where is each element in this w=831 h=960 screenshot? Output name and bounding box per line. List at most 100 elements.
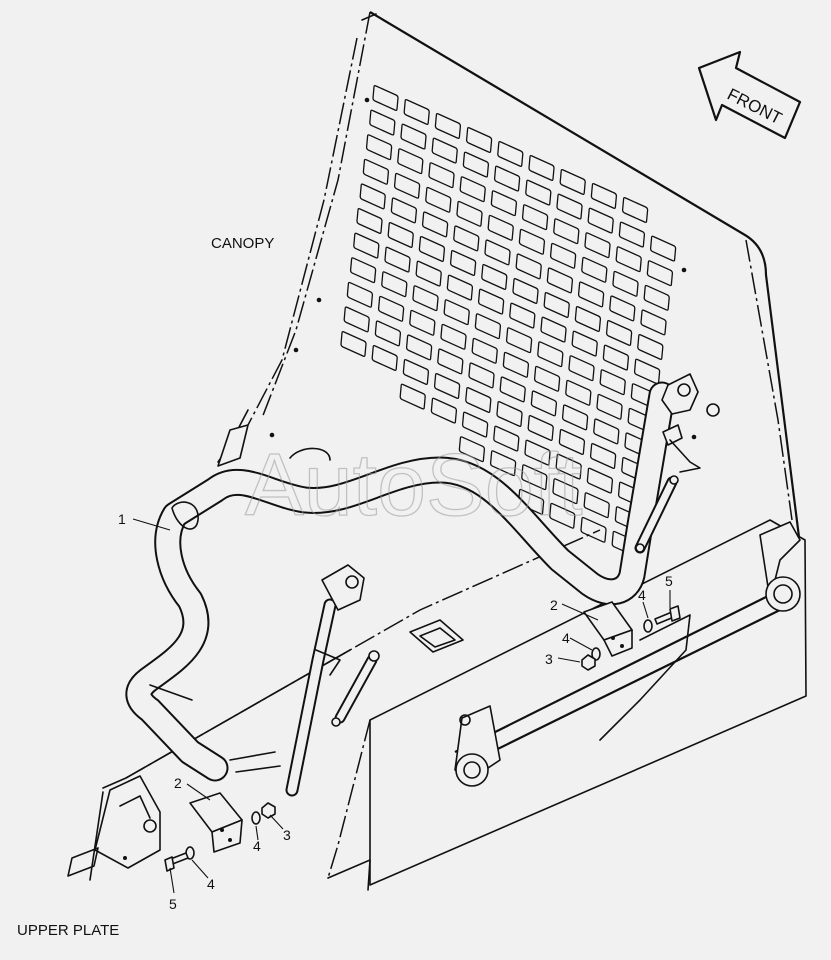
bracket-right	[583, 601, 633, 657]
mesh-cell	[489, 450, 517, 477]
mesh-cell	[525, 179, 552, 206]
mesh-cell	[637, 334, 664, 360]
mesh-cell	[372, 85, 399, 111]
mesh-cell	[605, 320, 633, 346]
mesh-cell	[465, 387, 492, 413]
mesh-cell	[640, 309, 667, 336]
mesh-cell	[412, 285, 439, 312]
mesh-cell	[390, 197, 418, 224]
mesh-cell	[443, 299, 470, 326]
mesh-cell	[446, 274, 474, 301]
mesh-cell	[381, 271, 408, 298]
mesh-cell	[509, 302, 536, 329]
mesh-cell	[518, 228, 546, 255]
mesh-cell	[497, 141, 524, 167]
mesh-cell	[568, 355, 595, 382]
mesh-cell	[433, 373, 461, 399]
callouts: 1 2 2 3 3 4 4 4 4 5 5	[118, 511, 673, 912]
mesh-cell	[643, 284, 670, 311]
mesh-cell	[528, 155, 555, 181]
mesh-cell	[343, 306, 370, 333]
upper-plate-frame	[67, 519, 807, 891]
mesh-cell	[521, 464, 548, 491]
mesh-cell	[583, 492, 610, 519]
front-direction-arrow: FRONT	[697, 50, 802, 140]
mesh-cell	[402, 359, 430, 385]
mesh-cell	[530, 390, 558, 417]
mesh-cell	[602, 344, 630, 371]
mesh-cell	[633, 358, 661, 385]
mesh-cell	[612, 270, 639, 297]
mesh-cell	[369, 109, 396, 136]
mesh-cell	[440, 323, 467, 350]
mesh-cell	[468, 362, 495, 389]
mesh-cell	[462, 151, 490, 178]
upper-plate-label: UPPER PLATE	[17, 922, 119, 939]
canopy-mesh-grid	[340, 85, 677, 557]
mesh-cell	[459, 176, 486, 203]
mesh-cell	[571, 330, 598, 357]
mesh-cell	[377, 295, 405, 322]
mesh-cell	[521, 204, 549, 231]
mesh-cell	[515, 253, 542, 280]
mesh-cell	[434, 113, 462, 139]
mesh-cell	[477, 288, 505, 315]
callout-4-left-upper: 4	[253, 838, 261, 854]
tube-end-mount	[661, 373, 701, 473]
mesh-cell	[453, 225, 480, 252]
mesh-cell	[609, 295, 636, 322]
mesh-cell	[356, 208, 383, 234]
callout-3-right: 3	[545, 651, 553, 667]
mesh-cell	[502, 351, 530, 378]
mesh-cell	[581, 256, 608, 283]
mesh-cell	[397, 148, 424, 175]
callout-4-right-upper: 4	[638, 587, 646, 603]
mesh-cell	[543, 292, 570, 318]
mesh-cell	[418, 236, 446, 262]
mesh-cell	[353, 232, 380, 259]
mesh-cell	[552, 478, 579, 505]
callout-1: 1	[118, 511, 126, 527]
mesh-cell	[574, 306, 602, 332]
mesh-cell	[371, 345, 398, 371]
mesh-cell	[649, 235, 677, 262]
mesh-cell	[549, 502, 576, 529]
mesh-cell	[425, 186, 452, 213]
mesh-cell	[555, 453, 582, 480]
mesh-cell	[505, 327, 533, 354]
callout-2-right: 2	[550, 597, 558, 613]
mesh-cell	[384, 246, 411, 273]
roll-bar-leg	[229, 564, 365, 797]
mesh-cell	[431, 137, 458, 164]
mesh-cell	[556, 193, 583, 220]
mesh-cell	[465, 127, 493, 153]
roll-bar-tube	[125, 381, 676, 782]
leader-lines	[132, 518, 671, 894]
callout-5-left: 5	[169, 896, 177, 912]
mesh-cell	[428, 162, 455, 189]
mesh-cell	[527, 415, 554, 441]
mesh-cell	[549, 242, 577, 269]
mesh-cell	[533, 365, 561, 392]
mesh-cell	[540, 316, 567, 343]
mesh-cell	[405, 334, 433, 361]
mesh-cell	[461, 411, 489, 438]
mesh-cell	[409, 309, 436, 336]
mesh-cell	[559, 169, 586, 195]
canopy-panel	[217, 11, 802, 557]
mesh-cell	[537, 341, 564, 368]
mesh-cell	[471, 337, 498, 364]
mesh-cell	[561, 404, 589, 431]
fasteners-left	[164, 802, 276, 872]
callout-4-left-lower: 4	[207, 876, 215, 892]
mesh-cell	[399, 383, 426, 410]
mesh-cell	[512, 278, 539, 304]
mesh-cell	[599, 369, 626, 396]
callout-2-left: 2	[174, 775, 182, 791]
mesh-cell	[415, 260, 442, 287]
mesh-cell	[487, 214, 514, 241]
mesh-cell	[496, 401, 523, 427]
mesh-cell	[456, 200, 483, 227]
